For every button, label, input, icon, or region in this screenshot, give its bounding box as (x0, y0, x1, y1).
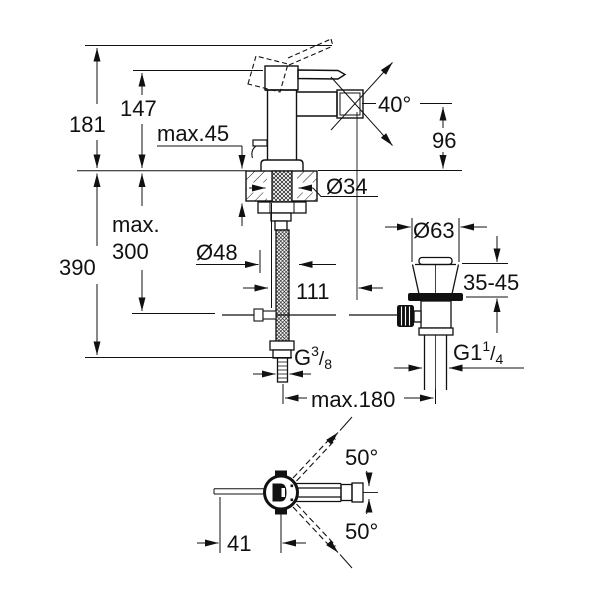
waste-thread-den: 4 (495, 351, 503, 367)
hose-thread-slash: / (319, 349, 325, 370)
top-view-faucet (197, 416, 378, 569)
flex-hose (275, 229, 290, 342)
aerator (336, 89, 364, 119)
dim-spout-height: 147 (120, 96, 157, 121)
dim-deck-max: max.45 (157, 121, 229, 146)
rod-pin-top-view (213, 488, 264, 495)
popup-knob (252, 139, 268, 147)
base-plate (260, 159, 304, 171)
popup-waste-assembly (397, 256, 463, 404)
waste-plug (418, 256, 453, 266)
dim-rod-offset: 41 (227, 531, 251, 556)
waste-body (420, 300, 452, 329)
handle-cap (264, 65, 299, 91)
dim-spout-reach: 111 (296, 279, 329, 304)
hose-nut (269, 340, 295, 351)
dim-base-diameter: Ø48 (196, 240, 238, 265)
rod-knob (397, 305, 414, 327)
dim-hose-thread: G3/8 (294, 343, 332, 372)
dim-hose-max-line2: 300 (112, 239, 149, 264)
dim-waste-thread: G11/4 (453, 338, 503, 367)
hose-thread-g: G (294, 345, 311, 370)
dimension-labels: 181 147 max.45 390 max. 300 Ø34 Ø48 111 … (59, 92, 519, 556)
hose-thread-num: 3 (311, 343, 319, 359)
lever-rest (297, 69, 347, 80)
hose-thread-den: 8 (324, 356, 332, 372)
dim-hose-max-line1: max. (112, 212, 160, 237)
dim-waste-flange-diameter: Ø63 (413, 218, 455, 243)
dim-spray-angle: 40° (378, 92, 411, 117)
lever-raised-dashed (247, 38, 334, 93)
waste-thread-slash: / (490, 344, 496, 365)
waste-thread-g: G1 (453, 340, 482, 365)
rod-coupling (253, 308, 264, 322)
spout-top-view (296, 482, 378, 503)
threaded-shank (271, 170, 293, 203)
handle-swivel-dashed (292, 436, 336, 549)
dim-overall-height: 181 (69, 112, 106, 137)
mounting-nut (257, 201, 307, 214)
waste-thread-num: 1 (482, 338, 490, 354)
dimension-lines (77, 45, 524, 404)
waste-seal (408, 293, 463, 301)
dim-41-lines (197, 497, 306, 553)
dim-swivel-down: 50° (345, 519, 378, 544)
dim-waste-deck-range: 35-45 (463, 270, 519, 295)
under-deck-assembly (222, 170, 397, 383)
dim-reach-max: max.180 (311, 387, 395, 412)
dim-swivel-up: 50° (345, 445, 378, 470)
dim-outlet-height: 96 (432, 128, 456, 153)
side-view-faucet (247, 38, 364, 171)
swivel-angle-marks (326, 416, 373, 569)
dim-overall-depth: 390 (59, 255, 96, 280)
dim-hole-diameter: Ø34 (326, 174, 368, 199)
